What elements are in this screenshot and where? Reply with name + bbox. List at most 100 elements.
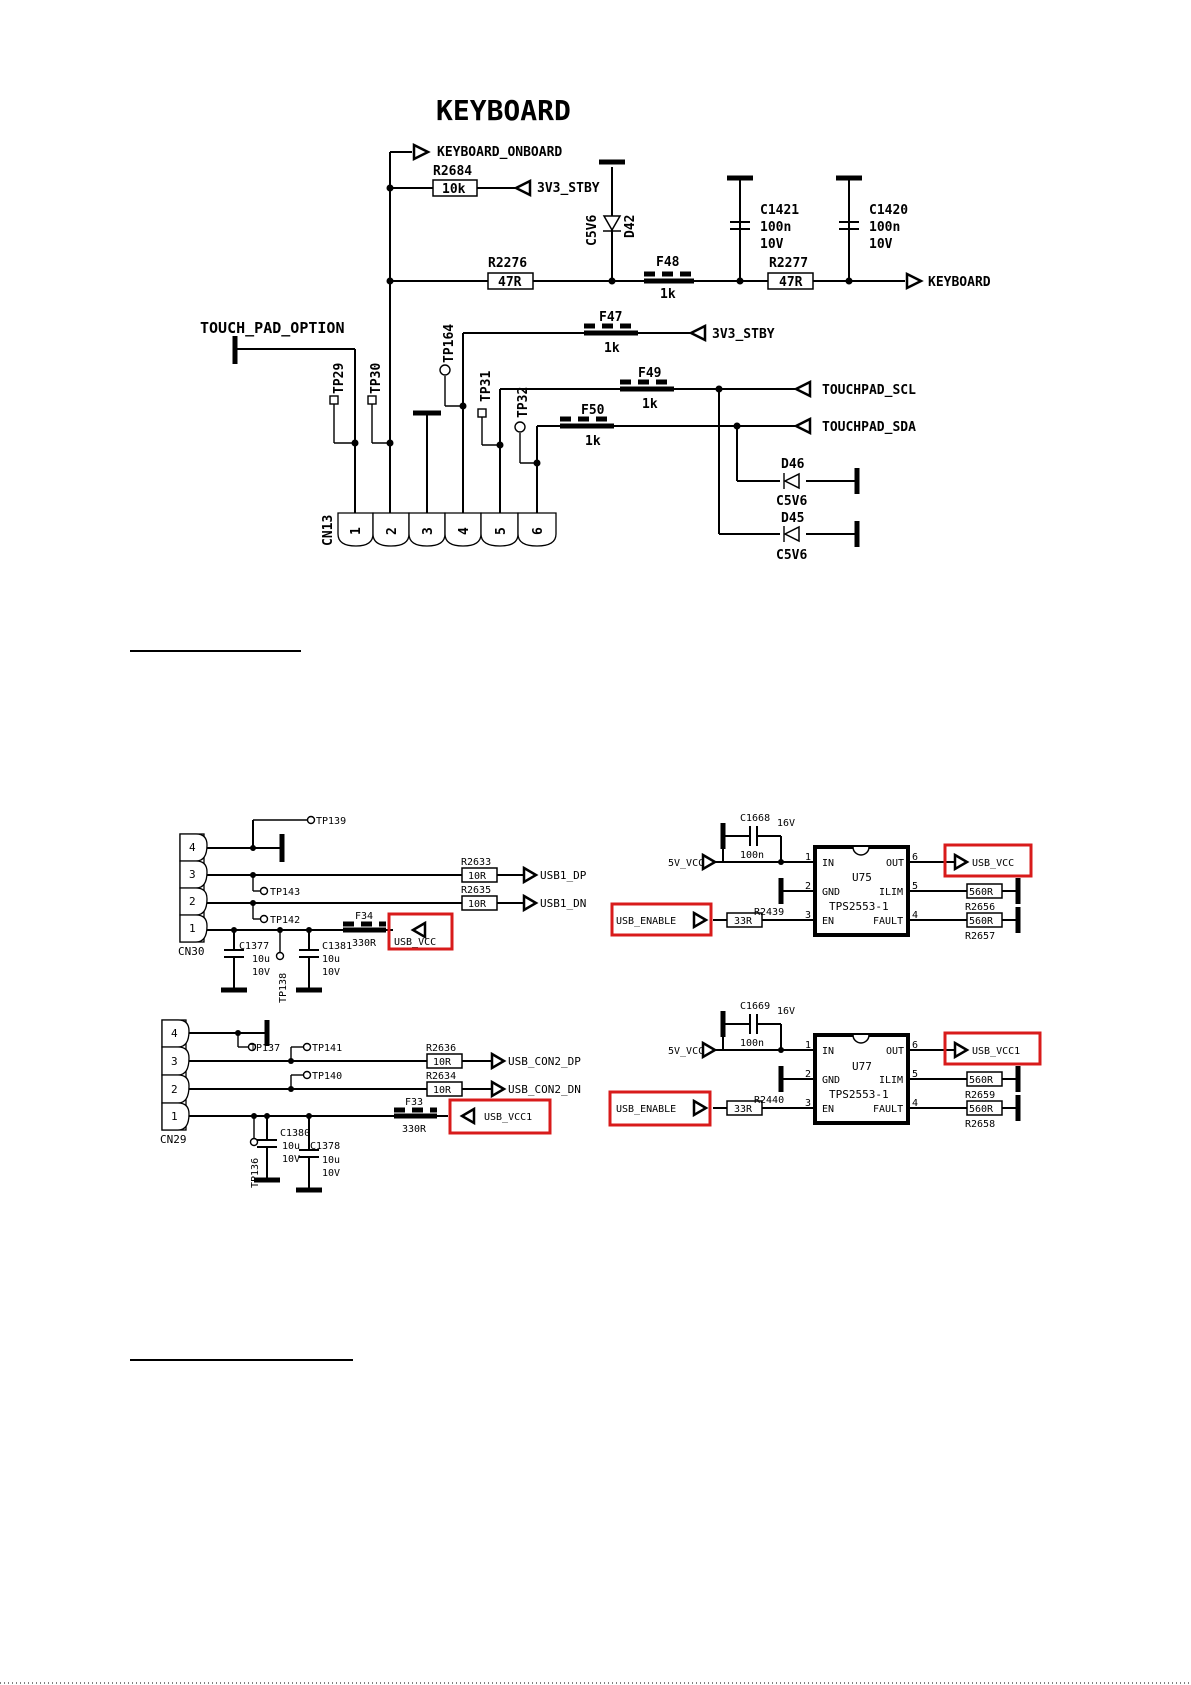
u77-pnum-3: 3 [805, 1098, 811, 1109]
u77-pnum-6: 6 [912, 1040, 918, 1051]
usb-enable-highlight-top [610, 902, 713, 937]
c1668-ref: C1668 [740, 813, 770, 824]
c1421-value: 100n [760, 220, 791, 235]
usb1-dn-arrow [522, 893, 539, 913]
resistor-r2277 [767, 272, 814, 290]
usb-con2-dp-arrow [490, 1051, 507, 1071]
r2633-ref: R2633 [461, 857, 491, 868]
r2659-ref: R2659 [965, 1090, 995, 1101]
usb-vcc1-arrow [953, 1040, 970, 1060]
net-usb-vcc1-cn29: USB_VCC1 [484, 1112, 532, 1123]
u75-pnum-2: 2 [805, 881, 811, 892]
net-usb-enable-top: USB_ENABLE [616, 916, 676, 927]
usb-vcc-arrow-cn30 [410, 920, 427, 940]
u77-pin-fault: FAULT [873, 1104, 903, 1115]
c1420-value: 100n [869, 220, 900, 235]
u77-part: TPS2553-1 [829, 1088, 889, 1101]
f33-ref: F33 [405, 1097, 423, 1108]
r2633-value: 10R [468, 871, 487, 882]
c1669-value: 100n [740, 1038, 764, 1049]
keyboard-title: KEYBOARD [436, 94, 571, 127]
r2684-ref: R2684 [433, 164, 472, 179]
v3-stby-arrow-a [513, 178, 532, 198]
usb-top-grounds [221, 834, 322, 993]
d45-ref: D45 [781, 511, 804, 526]
tp138-label: TP138 [278, 973, 289, 1003]
cn30-pin-3: 3 [189, 868, 196, 881]
d42-ref: D42 [623, 215, 638, 238]
tp142-label: TP142 [270, 915, 300, 926]
u77-pnum-2: 2 [805, 1069, 811, 1080]
f47-value: 1k [604, 341, 620, 356]
switch-bottom-junction [778, 1047, 784, 1053]
net-5v-vcc-top: 5V_VCC [668, 858, 704, 869]
switch-top-grounds [720, 823, 1021, 933]
connector-cn29 [161, 1019, 190, 1131]
u75-pin-gnd: GND [822, 887, 840, 898]
c1668-value: 100n [740, 850, 764, 861]
c1378-value: 10u [322, 1155, 340, 1166]
r2635-ref: R2635 [461, 885, 491, 896]
capacitor-c1420 [839, 221, 859, 230]
ic-u77 [813, 1033, 910, 1125]
net-touchpad-scl: TOUCHPAD_SCL [822, 383, 916, 398]
diode-d46 [783, 472, 800, 490]
net-usb-vcc-cn30: USB_VCC [394, 937, 436, 948]
c1380-voltage: 10V [282, 1154, 300, 1165]
diode-d45 [783, 525, 800, 543]
tp136-label: TP136 [250, 1158, 261, 1188]
r2636-ref: R2636 [426, 1043, 456, 1054]
c1377-ref: C1377 [239, 941, 269, 952]
c1669-ref: C1669 [740, 1001, 770, 1012]
d45-value: C5V6 [776, 548, 807, 563]
keyboard-testpoints [329, 364, 526, 433]
r2276-value: 47R [498, 275, 522, 290]
c1380-value: 10u [282, 1141, 300, 1152]
u77-pnum-4: 4 [912, 1098, 918, 1109]
f49-value: 1k [642, 397, 658, 412]
resistor-r2656 [966, 883, 1003, 899]
c1420-ref: C1420 [869, 203, 908, 218]
net-usb-vcc1: USB_VCC1 [972, 1046, 1020, 1057]
cn13-pin-3: 3 [421, 527, 436, 535]
u77-pin-en: EN [822, 1104, 834, 1115]
d42-value: C5V6 [585, 215, 600, 246]
net-usb-con2-dp: USB_CON2_DP [508, 1055, 581, 1068]
usb-top-junctions [231, 845, 312, 933]
5v-vcc-arrow-bottom [701, 1040, 718, 1060]
resistor-r2657 [966, 912, 1003, 928]
usb-enable-highlight-bottom [608, 1090, 712, 1127]
f34-value: 330R [352, 938, 377, 949]
r2634-ref: R2634 [426, 1071, 456, 1082]
tp31-label: TP31 [479, 371, 494, 402]
r2658-value: 560R [969, 1104, 994, 1115]
r2684-value: 10k [442, 182, 466, 197]
c1378-voltage: 10V [322, 1168, 340, 1179]
u77-pnum-5: 5 [912, 1069, 918, 1080]
r2440-value: 33R [734, 1104, 753, 1115]
d46-ref: D46 [781, 457, 805, 472]
resistor-r2684 [432, 179, 478, 197]
connector-cn30 [179, 833, 208, 943]
r2439-ref: R2439 [754, 907, 784, 918]
c1381-ref: C1381 [322, 941, 352, 952]
u77-pnum-1: 1 [805, 1040, 811, 1051]
c1421-voltage: 10V [760, 237, 784, 252]
cn13-pin-6: 6 [531, 527, 546, 535]
resistor-r2659 [966, 1071, 1003, 1087]
c1381-value: 10u [322, 954, 340, 965]
connector-cn13 [337, 512, 557, 547]
r2657-ref: R2657 [965, 931, 995, 942]
u75-pin-ilim: ILIM [879, 887, 903, 898]
u75-pnum-6: 6 [912, 852, 918, 863]
u75-pin-fault: FAULT [873, 916, 903, 927]
net-usb1-dp: USB1_DP [540, 869, 587, 882]
usb-bottom-testpoints [247, 1042, 312, 1147]
u75-pin-en: EN [822, 916, 834, 927]
resistor-r2633 [461, 867, 498, 883]
u77-pin-gnd: GND [822, 1075, 840, 1086]
u77-pin-out: OUT [886, 1046, 904, 1057]
usb1-dp-arrow [522, 865, 539, 885]
c1668-voltage: 16V [777, 818, 795, 829]
keyboard-onboard-arrow [412, 142, 431, 162]
